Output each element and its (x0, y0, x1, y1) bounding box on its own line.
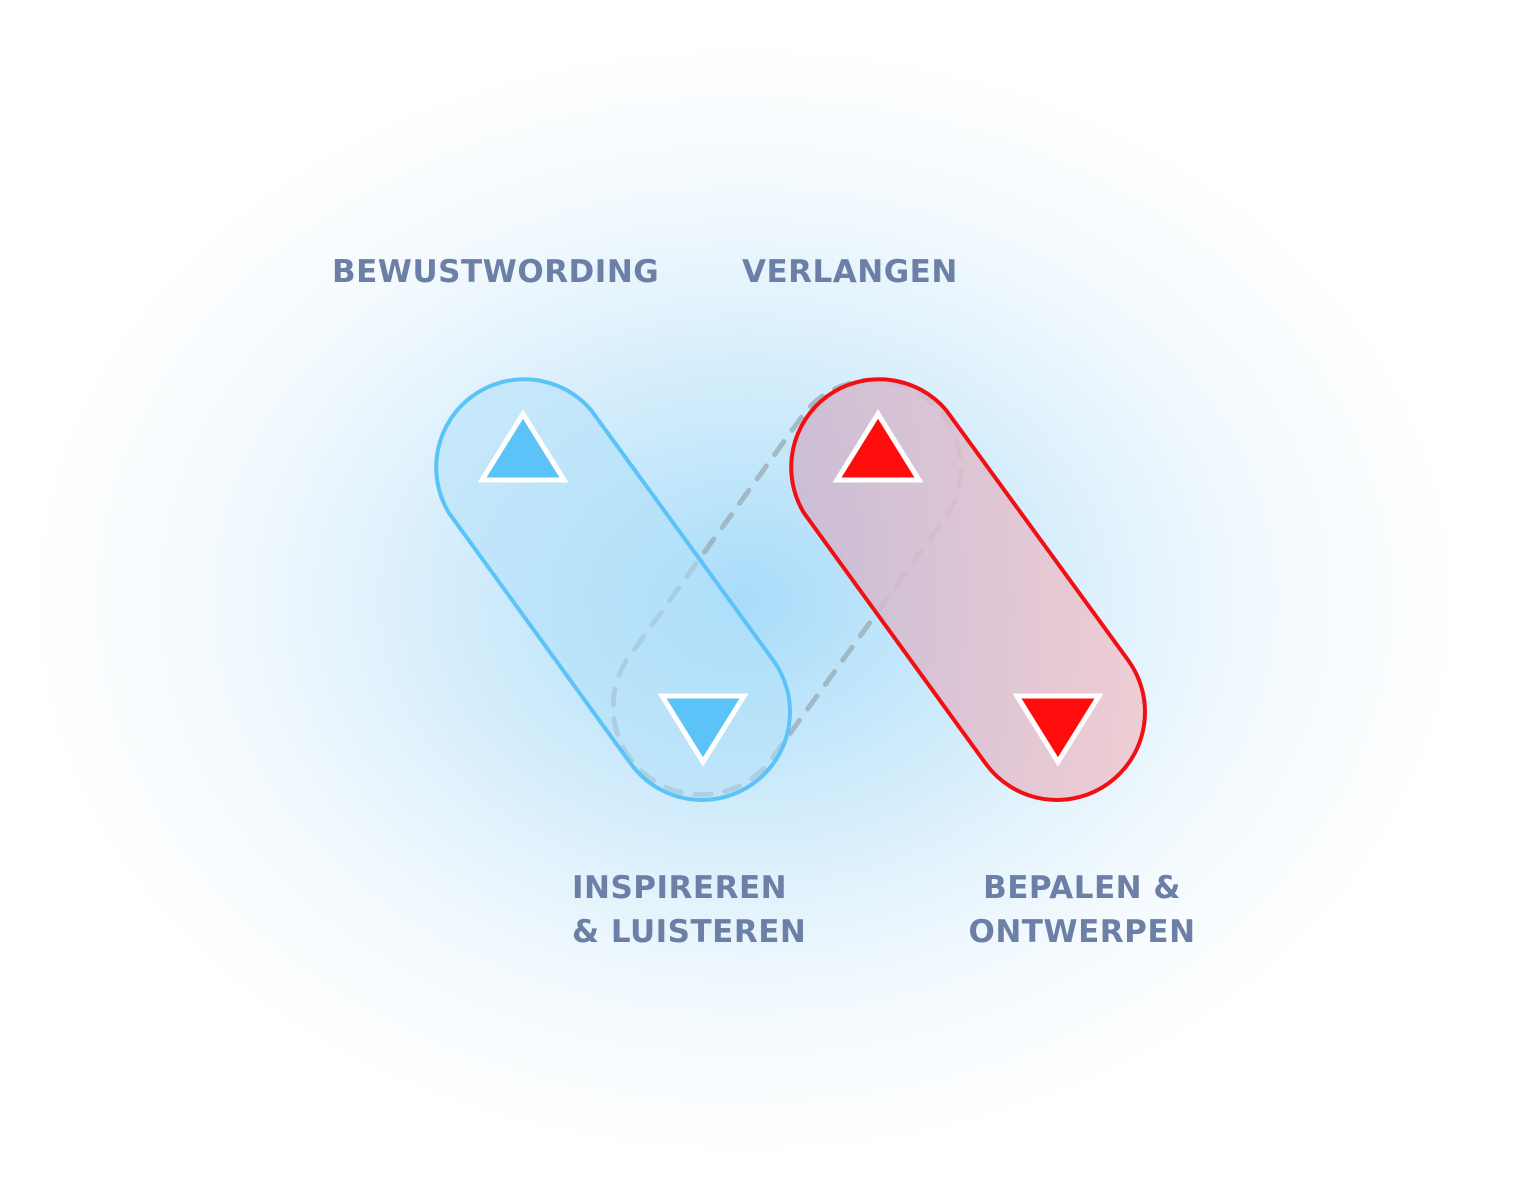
blue-down-triangle-icon (657, 693, 749, 767)
label-inspireren-line2: & LUISTEREN (572, 914, 807, 950)
label-inspireren-line1: INSPIREREN (572, 870, 788, 906)
label-bepalen-line2: ONTWERPEN (968, 914, 1196, 950)
blue-up-triangle-icon (477, 409, 569, 483)
red-up-triangle-icon (832, 409, 924, 483)
label-bepalen-line1: BEPALEN & (983, 870, 1181, 906)
label-bepalen-ontwerpen: BEPALEN & ONTWERPEN (964, 866, 1200, 954)
label-verlangen: VERLANGEN (742, 254, 958, 290)
blue-pill (434, 377, 792, 802)
label-inspireren-luisteren: INSPIREREN & LUISTEREN (572, 866, 806, 954)
red-down-triangle-icon (1012, 693, 1104, 767)
label-bewustwording: BEWUSTWORDING (332, 254, 660, 290)
red-pill (789, 377, 1147, 802)
